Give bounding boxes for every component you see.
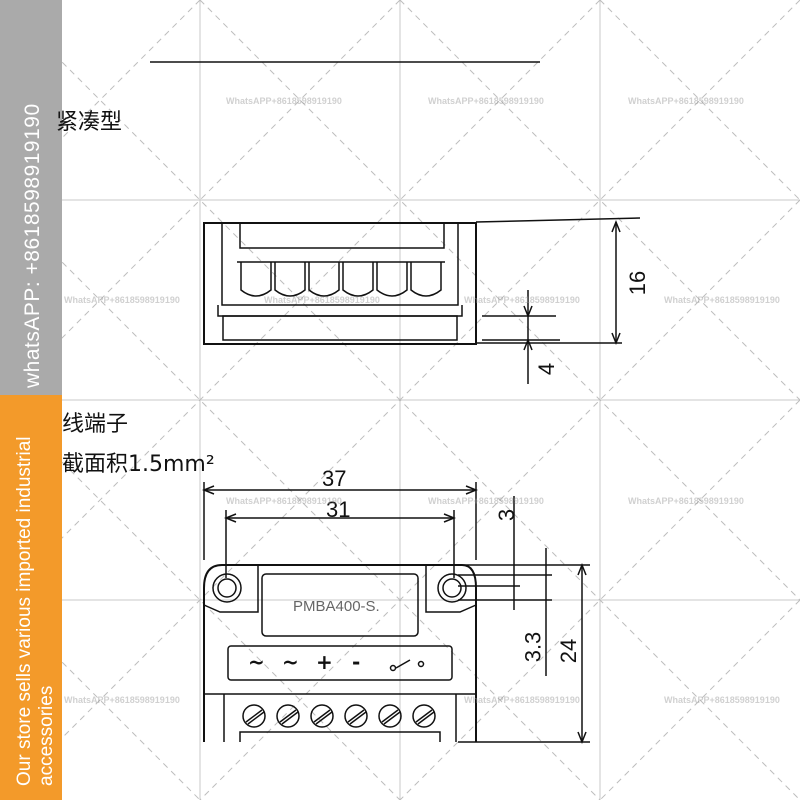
watermark-text: WhatsAPP+8618598919190	[664, 295, 780, 305]
watermark-text: WhatsAPP+8618598919190	[264, 295, 380, 305]
dim-3-3: 3.3	[520, 631, 546, 663]
watermark-text: WhatsAPP+8618598919190	[628, 496, 744, 506]
heading-type: 紧凑型	[56, 110, 123, 135]
terminal-symbol-ac1: ~	[248, 650, 265, 674]
watermark-text: WhatsAPP+8618598919190	[464, 695, 580, 705]
watermark-text: WhatsAPP+8618598919190	[226, 496, 342, 506]
side-view	[203, 217, 641, 384]
watermark-text: WhatsAPP+8618598919190	[226, 96, 342, 106]
watermark-text: WhatsAPP+8618598919190	[628, 96, 744, 106]
banner-store-text: Our store sells various imported industr…	[14, 436, 35, 786]
side-banner-orange	[0, 395, 62, 800]
heading-terminal: 线端子	[62, 412, 129, 437]
terminal-symbol-plus: +	[316, 650, 333, 674]
terminal-screws	[242, 704, 436, 728]
banner-store-text-2: accessories	[36, 685, 57, 786]
watermark-text: WhatsAPP+8618598919190	[64, 695, 180, 705]
watermark-text: WhatsAPP+8618598919190	[464, 295, 580, 305]
banner-phone-text: whatsAPP: +8618598919190	[21, 103, 44, 388]
watermark-text: WhatsAPP+8618598919190	[664, 695, 780, 705]
watermark-text: WhatsAPP+8618598919190	[64, 295, 180, 305]
top-view	[201, 482, 590, 745]
dim-3: 3	[494, 508, 520, 522]
terminal-symbol-minus: -	[352, 650, 361, 674]
dim-24: 24	[556, 638, 582, 664]
dim-height-4: 4	[534, 362, 560, 376]
heading-section: 截面积1.5mm²	[62, 452, 215, 477]
dim-width-31: 31	[326, 497, 351, 522]
dim-height-16: 16	[625, 270, 651, 296]
watermark-text: WhatsAPP+8618598919190	[428, 496, 544, 506]
terminal-symbol-ac2: ~	[282, 650, 299, 674]
side-banner-gray	[0, 0, 62, 395]
model-label: PMBA400-S.	[293, 598, 380, 615]
dim-width-37: 37	[322, 466, 347, 491]
watermark-text: WhatsAPP+8618598919190	[428, 96, 544, 106]
